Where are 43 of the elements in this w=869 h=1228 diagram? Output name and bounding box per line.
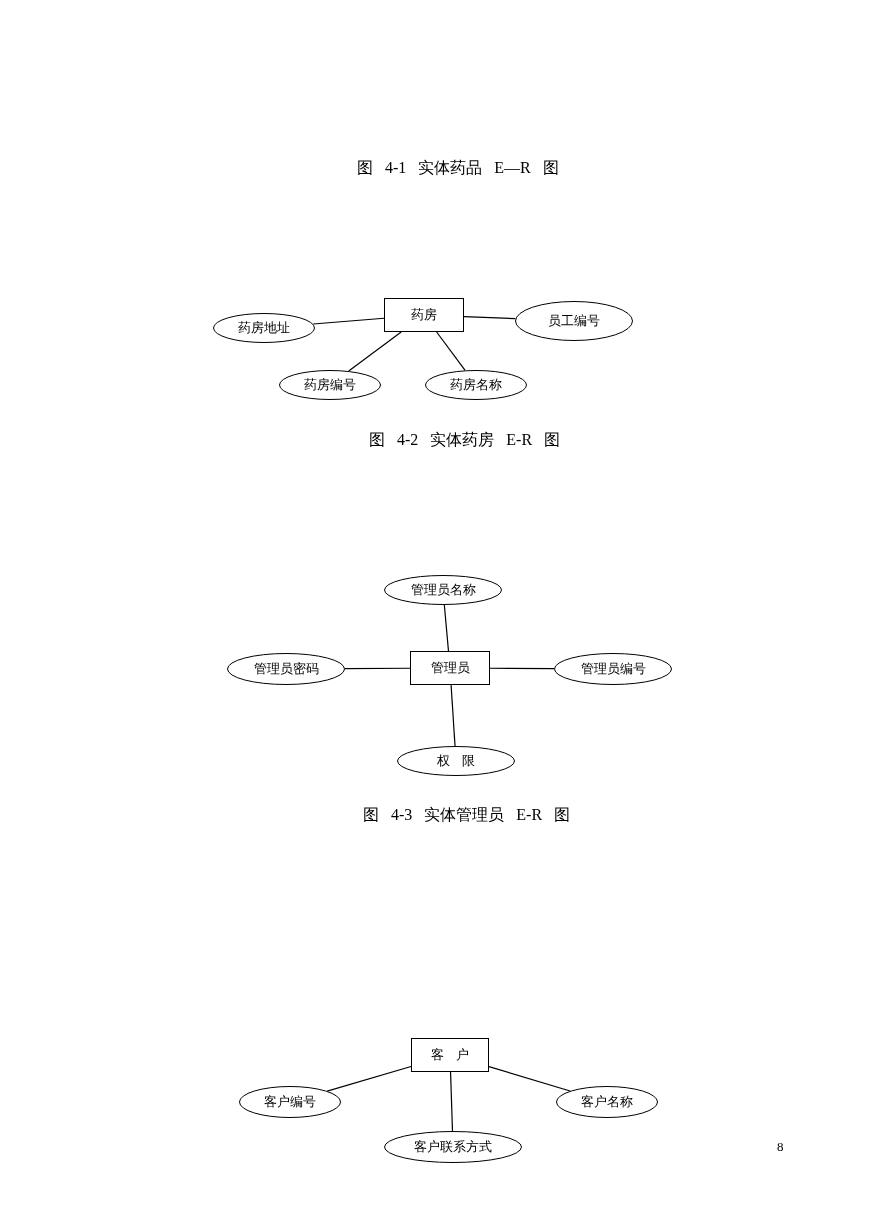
- attribute-ellipse: [213, 313, 315, 343]
- figure-caption: 图 4-1 实体药品 E—R 图: [357, 158, 559, 178]
- node-text: 管理员名称: [410, 581, 476, 599]
- connector-line: [463, 316, 516, 320]
- figure-caption: 图 4-3 实体管理员 E-R 图: [363, 805, 571, 825]
- connector-line: [488, 1066, 571, 1092]
- attribute-ellipse: [515, 301, 633, 341]
- connector-line: [436, 331, 466, 371]
- node-text: 管理员编号: [580, 660, 646, 678]
- connector-line: [443, 604, 450, 652]
- connector-line: [326, 1065, 412, 1092]
- node-text: 客 户: [431, 1046, 469, 1064]
- entity-box: [410, 651, 490, 685]
- attribute-ellipse: [384, 575, 502, 605]
- figure-caption: 图 4-2 实体药房 E-R 图: [369, 430, 561, 450]
- connector-line: [312, 317, 385, 325]
- connector-line: [344, 667, 411, 670]
- entity-box: [411, 1038, 489, 1072]
- node-text: 员工编号: [548, 312, 600, 330]
- node-text: 客户联系方式: [414, 1138, 492, 1156]
- attribute-ellipse: [554, 653, 672, 685]
- node-text: 权 限: [437, 752, 475, 770]
- node-text: 客户名称: [581, 1093, 633, 1111]
- entity-box: [384, 298, 464, 332]
- node-text: 药房编号: [304, 376, 356, 394]
- node-text: 药房: [411, 306, 437, 324]
- attribute-ellipse: [384, 1131, 522, 1163]
- connector-line: [348, 331, 402, 372]
- attribute-ellipse: [556, 1086, 658, 1118]
- connector-line: [489, 667, 555, 670]
- node-text: 客户编号: [264, 1093, 316, 1111]
- node-text: 管理员: [430, 659, 470, 677]
- attribute-ellipse: [279, 370, 381, 400]
- node-text: 药房地址: [238, 319, 290, 337]
- connector-line: [450, 684, 456, 747]
- connector-line: [449, 1071, 454, 1132]
- node-text: 药房名称: [450, 376, 502, 394]
- node-text: 管理员密码: [253, 660, 319, 678]
- attribute-ellipse: [397, 746, 515, 776]
- page-number: 8: [777, 1139, 784, 1155]
- attribute-ellipse: [425, 370, 527, 400]
- attribute-ellipse: [227, 653, 345, 685]
- attribute-ellipse: [239, 1086, 341, 1118]
